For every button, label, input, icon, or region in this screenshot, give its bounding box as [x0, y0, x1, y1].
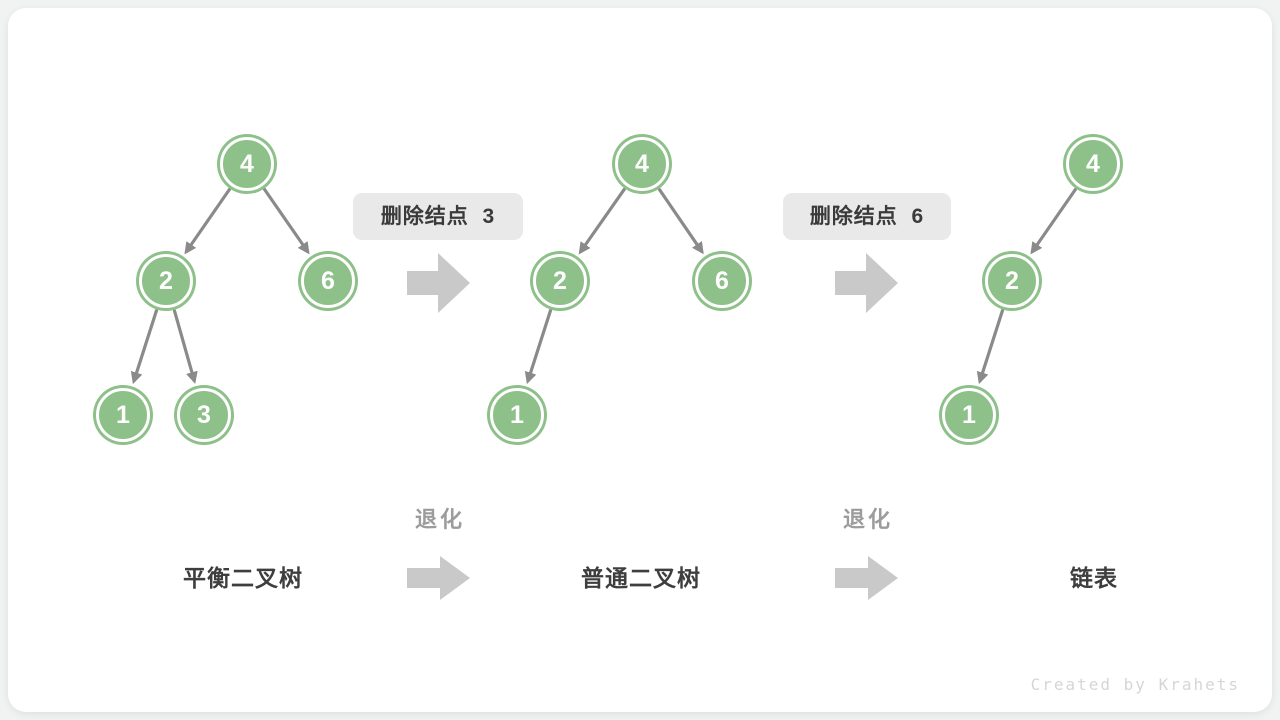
- degrade-label: 退化: [414, 507, 466, 532]
- tree-node: 1: [96, 388, 150, 442]
- step-label-delete-6: 删除结点 6: [783, 193, 951, 240]
- tree-node: 4: [1066, 137, 1120, 191]
- tree-node: 6: [695, 254, 749, 308]
- step-label-delete-3: 删除结点 3: [353, 193, 523, 240]
- tree-node: 3: [177, 388, 231, 442]
- tree-node: 4: [220, 137, 274, 191]
- tree-node: 2: [533, 254, 587, 308]
- tree-node: 1: [490, 388, 544, 442]
- background-card: [8, 8, 1272, 712]
- tree-name-balanced: 平衡二叉树: [183, 565, 303, 591]
- tree-node: 2: [139, 254, 193, 308]
- tree-node: 1: [942, 388, 996, 442]
- tree-name-ordinary: 普通二叉树: [581, 565, 701, 591]
- tree-name-linked-list: 链表: [1070, 565, 1118, 591]
- degrade-label: 退化: [842, 507, 894, 532]
- tree-node: 6: [301, 254, 355, 308]
- tree-node: 2: [985, 254, 1039, 308]
- tree-node: 4: [615, 137, 669, 191]
- watermark: Created by Krahets: [1030, 675, 1240, 694]
